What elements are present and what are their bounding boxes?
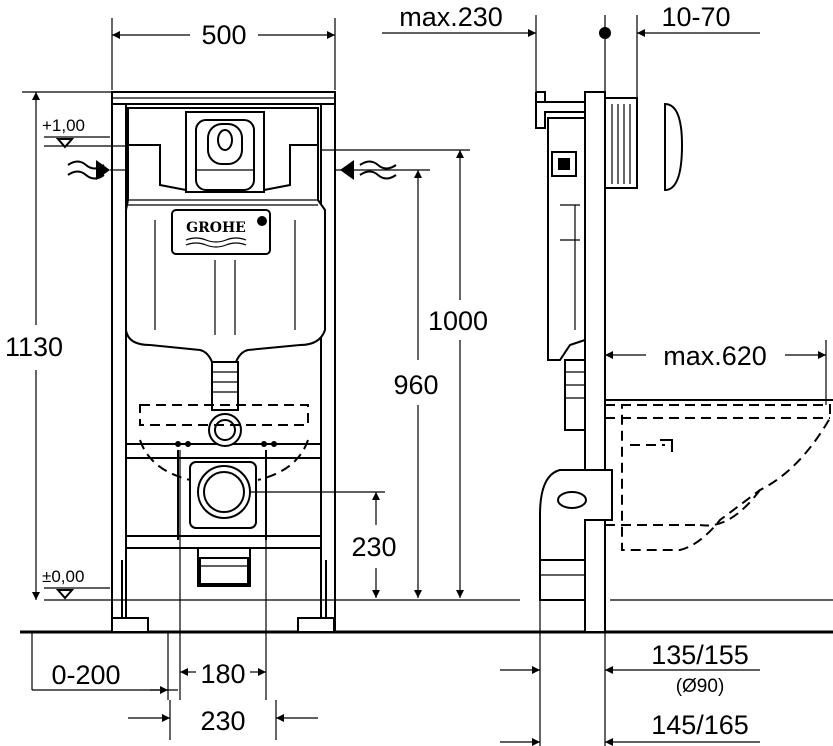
side-view [535,91,833,633]
frame-lower-rail [125,535,322,549]
projection-label: max.620 [663,341,767,371]
front-dimensions: 500 1130 +1,00 ±0,00 1000 960 230 [5,18,520,740]
drain-height-label: 230 [351,532,396,562]
frame-right-foot [297,617,335,633]
flush-plate [664,102,684,192]
base-depth-label: 145/165 [651,710,749,740]
flush-pipe [211,361,239,411]
drain-inner-label: (Ø90) [676,676,725,697]
frame-left-foot [111,617,149,633]
frame-left-upright [111,91,127,633]
wall-section [584,91,606,633]
flush-valve-head [207,123,243,165]
front-view: GROHE [67,91,397,633]
width-dimension-label: 500 [201,20,246,50]
drain-pipe [199,557,249,585]
level-bottom-label: ±0,00 [42,567,84,586]
wall-thickness-label: 10-70 [661,2,730,32]
bolt-spacing-label: 180 [200,659,245,689]
offset-label: 0-200 [51,660,120,690]
drain-outer-label: 135/155 [651,640,749,670]
side-dimensions: max.230 10-70 max.620 135/155 (Ø90) 145/… [382,2,827,746]
inlet-height-label: 1000 [428,306,488,336]
outlet-center-label: 960 [393,370,438,400]
toilet-outline-front [139,404,309,426]
toilet-outline-side [605,404,831,551]
grohe-logo: GROHE [186,220,246,236]
frame-right-upright [320,91,336,633]
drain-opening [197,465,251,519]
height-dimension-label: 1130 [5,332,63,362]
depth-label: max.230 [399,2,503,32]
flush-plate-mount [604,97,638,189]
flush-pipe-connector [208,413,242,447]
level-top-label: +1,00 [42,116,85,135]
cistern-side [547,117,586,361]
frame-base-label: 230 [200,706,245,736]
